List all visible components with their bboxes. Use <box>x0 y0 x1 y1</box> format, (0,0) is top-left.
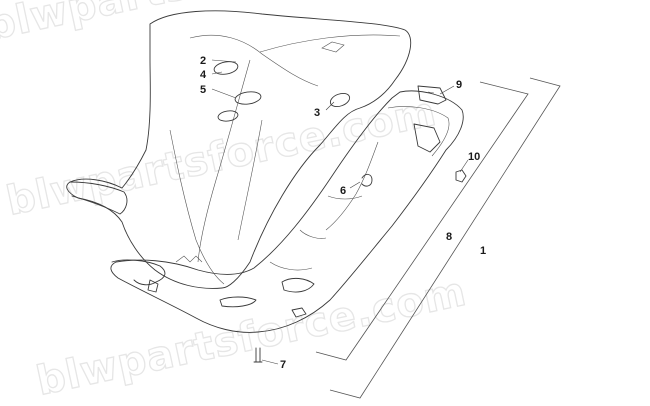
seat-assembly <box>66 10 464 333</box>
assembly-brackets <box>315 77 561 399</box>
seat-base-clip <box>147 279 159 293</box>
seat-base-front-tab <box>111 259 166 286</box>
callout-10: 10 <box>468 151 480 163</box>
rear-pocket-left <box>219 296 257 308</box>
badge-part-3 <box>329 92 351 108</box>
bracket-assembly-1 <box>329 77 561 399</box>
watermark-text-top: blwpartsforce.com <box>0 0 421 50</box>
seat-side-seam <box>169 129 225 285</box>
leader-10 <box>459 159 469 173</box>
seat-base-pan <box>110 90 464 333</box>
seat-side-seam-2 <box>237 119 263 241</box>
latch-assembly <box>413 123 441 153</box>
watermark-text-middle: blwpartsforce.com <box>3 89 441 225</box>
callout-3: 3 <box>314 107 320 119</box>
callout-6: 6 <box>340 185 346 197</box>
emblem-part-5b <box>217 110 239 122</box>
leader-5 <box>211 88 237 99</box>
seat-base-channel-4 <box>269 261 313 271</box>
pin-part-7 <box>253 347 263 363</box>
callout-4: 4 <box>200 69 207 81</box>
bracket-part-9-hole <box>427 91 435 94</box>
bracket-part-9 <box>417 85 447 105</box>
seat-center-ridge <box>197 59 251 263</box>
leader-3 <box>325 101 335 111</box>
emblem-part-5 <box>234 91 262 105</box>
leader-lines <box>211 59 469 365</box>
callout-2: 2 <box>200 55 206 67</box>
small-parts <box>213 61 467 363</box>
leader-2 <box>211 59 237 63</box>
callout-1: 1 <box>480 245 486 257</box>
leader-4 <box>211 71 223 75</box>
clip-part-6 <box>361 173 373 187</box>
leader-9 <box>439 85 455 95</box>
seat-base-lettering <box>175 255 203 263</box>
callout-9: 9 <box>456 79 462 91</box>
callout-5: 5 <box>200 84 206 96</box>
seat-base-channel-3 <box>299 229 327 239</box>
seat-bevel-line-2 <box>189 34 319 87</box>
watermark-text-bottom: blwpartsforce.com <box>33 269 471 405</box>
seat-front-lip <box>69 181 128 215</box>
leader-7 <box>261 359 279 365</box>
seat-cover-outline <box>66 10 412 289</box>
nut-part-10 <box>455 169 467 183</box>
callout-labels: 2 4 5 3 6 7 8 1 9 10 <box>200 55 486 371</box>
seat-bevel-line-1 <box>259 34 401 53</box>
seat-base-channel-1 <box>325 141 379 231</box>
emblem-part-4 <box>213 61 239 75</box>
rear-pocket-right <box>281 277 315 293</box>
callout-7: 7 <box>280 359 286 371</box>
leader-6 <box>349 181 361 189</box>
rear-clip <box>291 307 307 318</box>
watermark-layer: blwpartsforce.com blwpartsforce.com blwp… <box>0 0 471 405</box>
seat-base-channel-2 <box>327 195 363 200</box>
seat-logo-mark <box>321 41 345 53</box>
seat-base-rim <box>387 106 450 157</box>
callout-8: 8 <box>446 231 452 243</box>
bracket-assembly-8 <box>315 81 529 361</box>
